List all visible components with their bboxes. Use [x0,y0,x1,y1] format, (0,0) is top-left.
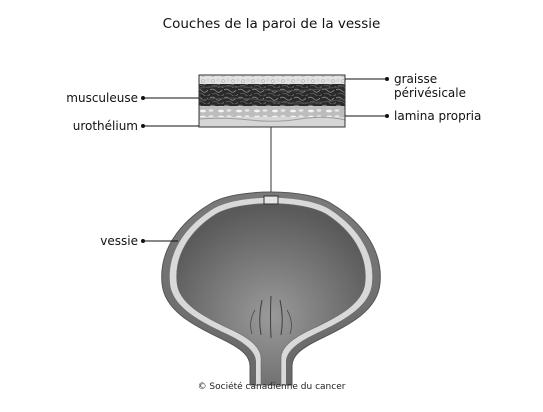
urothelium-layer [199,117,345,127]
label-musculeuse: musculeuse [66,91,138,105]
copyright-credit: © Société canadienne du cancer [197,382,346,392]
diagram-title: Couches de la paroi de la vessie [162,16,381,32]
lamina-propria-layer [199,106,345,117]
bladder-shape [161,191,381,386]
label-graisse-line2: périvésicale [394,86,467,100]
label-graisse-perivesicale: graisse périvésicale [394,72,466,100]
label-lamina-propria: lamina propria [394,109,482,123]
label-vessie: vessie [100,234,138,248]
muscularis-layer [199,84,345,106]
wall-cross-section-inset [199,75,345,127]
label-graisse-line1: graisse [394,72,438,86]
leader-lines [141,77,389,243]
label-urothelium: urothélium [72,119,138,133]
wall-sample-marker [263,195,279,205]
perivesical-fat-layer [199,75,345,84]
